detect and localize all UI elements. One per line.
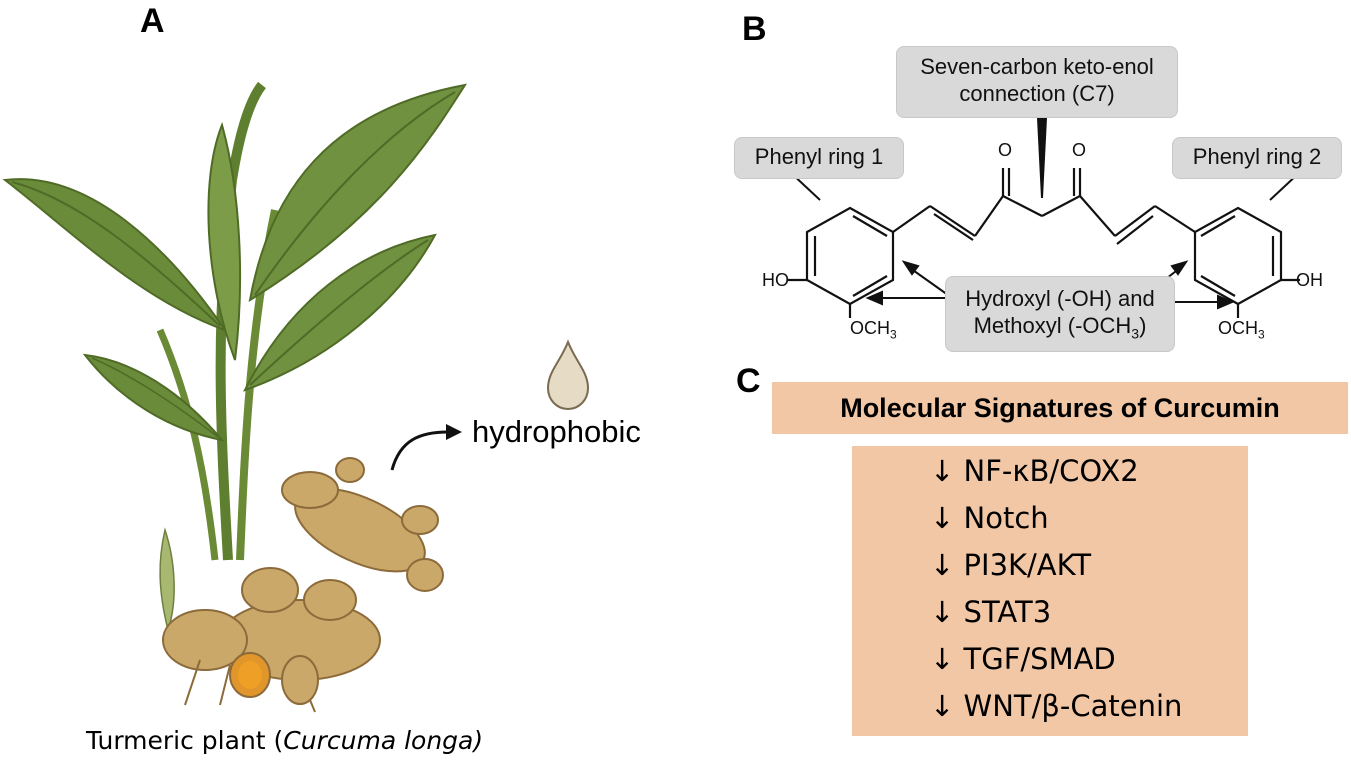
signature-item: ↓ TGF/SMAD (930, 642, 1116, 676)
down-arrow-icon: ↓ (930, 642, 955, 676)
caption-species: Curcuma longa) (283, 726, 484, 755)
atom-o-right: O (1072, 140, 1087, 160)
down-arrow-icon: ↓ (930, 689, 955, 723)
droplet-icon (546, 339, 590, 411)
callout-c7-line1: Seven-carbon keto-enol (920, 54, 1154, 79)
callout-hydroxyl-methoxyl: Hydroxyl (-OH) and Methoxyl (-OCH3) (945, 276, 1175, 352)
down-arrow-icon: ↓ (930, 454, 955, 488)
callout-c7: Seven-carbon keto-enol connection (C7) (896, 46, 1178, 118)
curcumin-structure (788, 117, 1301, 318)
callout-c7-line2: connection (C7) (959, 81, 1115, 106)
callout-phenyl-ring-2: Phenyl ring 2 (1172, 137, 1342, 179)
curcumin-bonds (788, 168, 1300, 318)
signature-item: ↓ Notch (930, 501, 1049, 535)
signature-item: ↓ WNT/β-Catenin (930, 689, 1183, 723)
hydrophobic-label: hydrophobic (472, 414, 641, 449)
caption-text: Turmeric plant ( (86, 726, 284, 755)
callout-groups-line1: Hydroxyl (-OH) and (965, 286, 1155, 311)
signatures-list: ↓ NF-κB/COX2 ↓ Notch ↓ PI3K/AKT ↓ STAT3 … (852, 446, 1248, 736)
panel-c-letter: C (736, 362, 761, 400)
turmeric-plant-illustration (2, 81, 590, 713)
callout-groups-line2: Methoxyl (-OCH3) (973, 313, 1147, 342)
atom-och3-right: OCH3 (1218, 318, 1265, 342)
down-arrow-icon: ↓ (930, 501, 955, 535)
plant-leaves (2, 81, 468, 633)
curved-arrow-icon (390, 424, 462, 471)
turmeric-rhizomes (162, 457, 444, 713)
callout-pointers (789, 117, 1301, 310)
atom-och3-left: OCH3 (850, 318, 897, 342)
atom-oh: OH (1296, 270, 1323, 290)
signatures-title: Molecular Signatures of Curcumin (772, 382, 1348, 434)
signature-item: ↓ STAT3 (930, 595, 1052, 629)
callout-phenyl-ring-1: Phenyl ring 1 (734, 137, 904, 179)
down-arrow-icon: ↓ (930, 595, 955, 629)
signature-item: ↓ NF-κB/COX2 (930, 454, 1139, 488)
panel-a-letter: A (140, 2, 165, 40)
signature-item: ↓ PI3K/AKT (930, 548, 1092, 582)
down-arrow-icon: ↓ (930, 548, 955, 582)
atom-ho: HO (762, 270, 789, 290)
plant-caption: Turmeric plant (Curcuma longa) (86, 726, 483, 755)
panel-b-letter: B (742, 10, 767, 48)
atom-o-left: O (998, 140, 1013, 160)
